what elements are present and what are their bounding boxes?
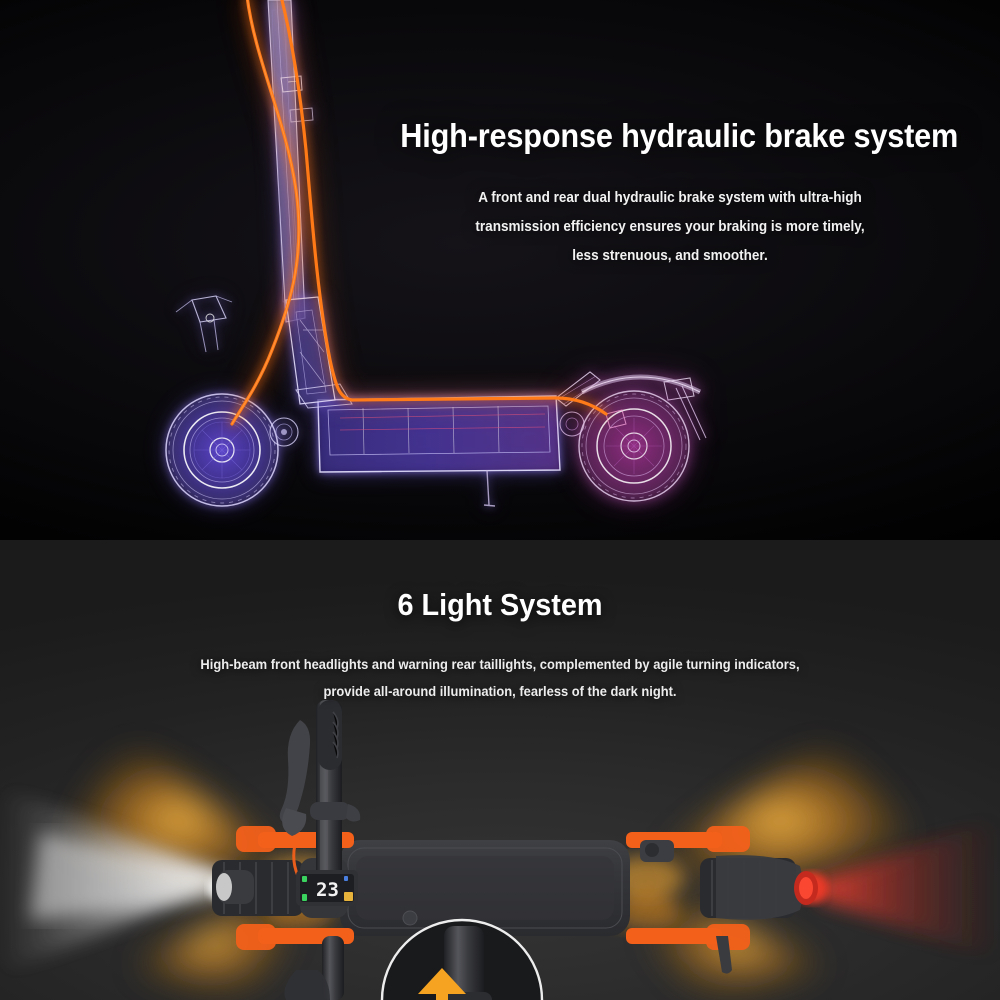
brake-section-title: High-response hydraulic brake system (400, 117, 959, 154)
brake-text-block: High-response hydraulic brake system A f… (380, 117, 960, 271)
rear-right-orange-arm (626, 928, 722, 944)
brake-description-line-1: A front and rear dual hydraulic brake sy… (478, 190, 862, 207)
section-six-light-system: 23 (0, 540, 1000, 1000)
rear-assembly (626, 826, 818, 974)
brake-lever (279, 720, 311, 824)
center-lower-post (284, 936, 344, 1000)
rear-fender (716, 855, 803, 920)
light-section-description: High-beam front headlights and warning r… (25, 652, 975, 705)
zoom-callout-circle (380, 918, 544, 1000)
speed-readout: 23 (316, 879, 339, 901)
dashboard-display[interactable]: 23 (296, 870, 358, 906)
lighting-svg: 23 (0, 700, 1000, 1000)
brake-description-line-3: less strenuous, and smoother. (572, 247, 768, 264)
light-description-line-1: High-beam front headlights and warning r… (200, 657, 800, 673)
brake-description-line-2: transmission efficiency ensures your bra… (475, 219, 865, 236)
section-hydraulic-brake: High-response hydraulic brake system A f… (0, 0, 1000, 540)
deck-wireframe (317, 395, 561, 507)
brake-section-description: A front and rear dual hydraulic brake sy… (397, 184, 942, 270)
scooter-top-view-photo: 23 (0, 540, 1000, 1000)
arrow-up-icon (418, 968, 466, 1000)
headlight-lens (216, 873, 232, 901)
light-text-block: 6 Light System High-beam front headlight… (0, 587, 1000, 705)
light-section-title: 6 Light System (397, 587, 603, 622)
wireframe-svg (165, 0, 707, 507)
callout-ring (380, 918, 544, 1000)
front-wheel-wireframe (165, 393, 299, 507)
wireframe-scooter-illustration (165, 0, 707, 507)
folded-stem (279, 700, 361, 881)
rear-wheel-wireframe (559, 390, 690, 502)
rear-swingarm-wireframe (555, 371, 707, 441)
light-description-line-2: provide all-around illumination, fearles… (323, 683, 677, 699)
scooter-deck (340, 840, 630, 936)
fork-and-folding-mechanism-wireframe (175, 295, 353, 409)
brake-line-highlight (231, 0, 300, 425)
